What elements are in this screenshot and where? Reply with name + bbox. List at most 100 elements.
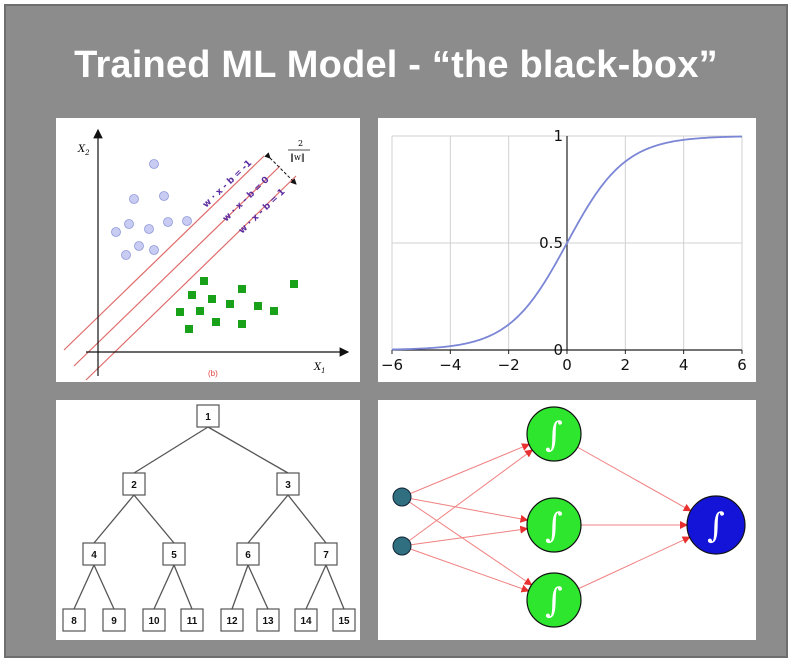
slide-background: Trained ML Model - “the black-box” w · x… bbox=[4, 4, 788, 658]
sigmoid-activation-icon: ∫ bbox=[545, 506, 563, 546]
tree-edge bbox=[93, 494, 135, 544]
x-tick-label: −6 bbox=[381, 356, 403, 374]
svm-y-axis-label: X2 bbox=[77, 144, 90, 157]
svm-margin-line-upper bbox=[63, 155, 265, 351]
neural-network-diagram: ∫∫∫∫ bbox=[392, 406, 746, 628]
tree-node-label: 12 bbox=[226, 616, 238, 627]
nn-connection bbox=[401, 545, 530, 593]
svm-circle-point bbox=[129, 194, 139, 204]
input-neuron bbox=[392, 487, 412, 507]
svm-circle-point bbox=[163, 217, 173, 227]
tree-node-label: 9 bbox=[111, 616, 117, 627]
svm-square-point bbox=[185, 325, 193, 333]
svm-square-point bbox=[200, 277, 208, 285]
svm-square-point bbox=[212, 318, 220, 326]
tree-edge bbox=[93, 564, 115, 610]
svm-circle-point bbox=[121, 250, 131, 260]
svm-panel: w · x - b = -1 w · x - b = 0 w · x - b =… bbox=[56, 118, 360, 382]
tree-node-label: 14 bbox=[300, 616, 312, 627]
svm-diagram: w · x - b = -1 w · x - b = 0 w · x - b =… bbox=[63, 128, 350, 381]
tree-node-label: 7 bbox=[323, 550, 329, 561]
svm-square-point bbox=[176, 308, 184, 316]
x-tick-label: 4 bbox=[679, 356, 689, 374]
tree-node-7 bbox=[314, 542, 338, 566]
tree-node-13 bbox=[256, 608, 280, 632]
tree-edge bbox=[247, 564, 269, 610]
tree-node-label: 10 bbox=[148, 616, 160, 627]
svm-circle-point bbox=[149, 245, 159, 255]
tree-node-label: 5 bbox=[171, 550, 177, 561]
tree-node-2 bbox=[122, 472, 146, 496]
hidden-neuron bbox=[526, 406, 582, 462]
tree-node-15 bbox=[332, 608, 356, 632]
tree-edge bbox=[173, 564, 193, 610]
tree-edge bbox=[247, 494, 289, 544]
tree-edge bbox=[305, 564, 327, 610]
tree-node-label: 2 bbox=[131, 480, 137, 491]
svm-circle-point bbox=[134, 241, 144, 251]
tree-node-label: 13 bbox=[262, 616, 274, 627]
svm-caption: (b) bbox=[208, 369, 218, 378]
hidden-neuron bbox=[526, 572, 582, 628]
x-tick-label: −2 bbox=[498, 356, 520, 374]
tree-node-14 bbox=[294, 608, 318, 632]
tree-node-label: 1 bbox=[205, 412, 211, 423]
nn-connection bbox=[401, 525, 529, 547]
slide-title: Trained ML Model - “the black-box” bbox=[74, 44, 718, 86]
svm-class-squares bbox=[176, 277, 298, 333]
hidden-neuron bbox=[526, 497, 582, 553]
tree-node-4 bbox=[82, 542, 106, 566]
svm-margin-numerator: 2 bbox=[298, 139, 303, 148]
svm-circle-point bbox=[149, 159, 159, 169]
tree-edge bbox=[153, 564, 175, 610]
tree-edge bbox=[231, 564, 249, 610]
x-tick-label: 6 bbox=[737, 356, 747, 374]
tree-edge bbox=[73, 564, 95, 610]
tree-edge bbox=[287, 494, 327, 544]
svm-margin-denominator: ‖w‖ bbox=[290, 153, 305, 162]
tree-node-label: 8 bbox=[71, 616, 77, 627]
svm-x-axis-label: X1 bbox=[313, 362, 326, 375]
tree-node-5 bbox=[162, 542, 186, 566]
svm-square-point bbox=[188, 291, 196, 299]
y-tick-label: 0.5 bbox=[539, 234, 563, 252]
tree-node-8 bbox=[62, 608, 86, 632]
tree-edge bbox=[133, 426, 209, 474]
svm-circle-point bbox=[111, 227, 121, 237]
nn-connection bbox=[401, 443, 530, 498]
tree-node-label: 6 bbox=[245, 550, 251, 561]
svm-circle-point bbox=[144, 224, 154, 234]
svm-hyperplane bbox=[73, 165, 281, 367]
tree-node-label: 4 bbox=[91, 550, 97, 561]
svm-square-point bbox=[226, 300, 234, 308]
tree-edge bbox=[325, 564, 345, 610]
tree-edge bbox=[133, 494, 175, 544]
nn-connection bbox=[401, 496, 533, 586]
sigmoid-activation-icon: ∫ bbox=[707, 506, 725, 546]
x-tick-label: 2 bbox=[621, 356, 631, 374]
tree-node-1 bbox=[196, 404, 220, 428]
tree-node-12 bbox=[220, 608, 244, 632]
svm-circle-point bbox=[182, 216, 192, 226]
tree-node-3 bbox=[276, 472, 300, 496]
tree-edge bbox=[207, 426, 289, 474]
output-neuron bbox=[686, 495, 746, 555]
sigmoid-activation-icon: ∫ bbox=[545, 581, 563, 621]
sigmoid-curve bbox=[391, 135, 743, 351]
nn-connection bbox=[401, 496, 529, 523]
nn-connection bbox=[401, 449, 534, 547]
tree-node-10 bbox=[142, 608, 166, 632]
svm-square-point bbox=[238, 285, 246, 293]
svm-square-point bbox=[196, 307, 204, 315]
neural-network-panel: ∫∫∫∫ bbox=[378, 400, 756, 640]
input-neuron bbox=[392, 536, 412, 556]
svm-margin-arrow bbox=[264, 152, 297, 185]
tree-node-6 bbox=[236, 542, 260, 566]
x-tick-label: −4 bbox=[439, 356, 461, 374]
y-tick-label: 0 bbox=[553, 341, 563, 359]
svm-square-point bbox=[254, 302, 262, 310]
tree-node-label: 11 bbox=[187, 616, 198, 627]
